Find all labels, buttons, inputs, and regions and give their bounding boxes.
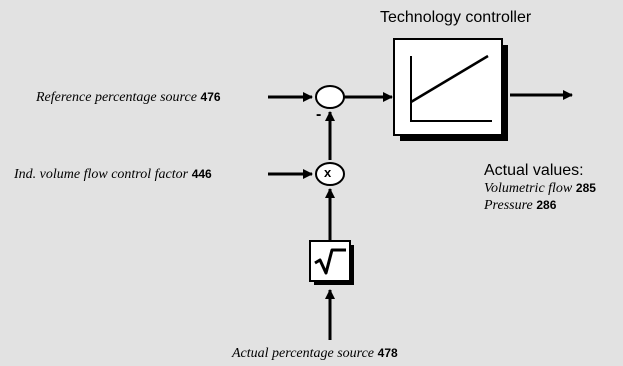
reference-param-number: 476 [200,90,221,104]
controller-ramp-line [410,54,489,104]
factor-input-label: Ind. volume flow control factor 446 [14,166,212,183]
actual-value-item: Pressure 286 [484,197,596,214]
factor-source-label: Ind. volume flow control factor [14,167,189,182]
actual-values-panel: Actual values: Volumetric flow 285 Press… [484,163,596,214]
volumetric-flow-param: 285 [575,181,596,195]
actual-source-label: Actual percentage source [232,346,375,361]
pressure-param: 286 [536,198,557,212]
sqrt-icon [314,248,346,275]
summing-junction [315,85,345,109]
subtract-sign: - [316,106,322,123]
actual-values-heading: Actual values: [484,162,584,179]
actual-input-label: Actual percentage source 478 [232,345,398,362]
pressure-label: Pressure [484,198,533,213]
reference-input-label: Reference percentage source 476 [36,89,221,106]
actual-param-number: 478 [377,346,398,360]
multiply-junction [315,162,345,186]
controller-title: Technology controller [380,9,532,26]
volumetric-flow-label: Volumetric flow [484,181,573,196]
reference-source-label: Reference percentage source [36,90,197,105]
actual-value-item: Volumetric flow 285 [484,180,596,197]
factor-param-number: 446 [191,167,212,181]
multiply-symbol: x [324,165,332,180]
